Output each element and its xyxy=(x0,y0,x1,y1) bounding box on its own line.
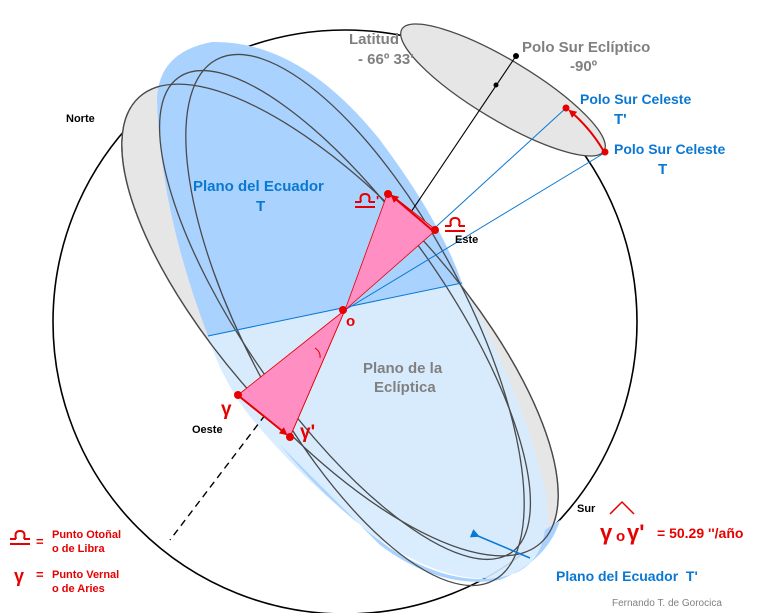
author-credit: Fernando T. de Gorocica xyxy=(612,598,722,609)
aries-point-t xyxy=(234,391,242,399)
legend-aries-line2: o de Aries xyxy=(52,583,105,595)
equatorial-diameter-line xyxy=(207,282,463,337)
plano-ecliptica-label-2: Eclíptica xyxy=(374,379,436,396)
libra-icon xyxy=(355,192,375,208)
precession-formula: γ o γ' = 50.29 ''/año xyxy=(600,500,743,545)
legend-aries-line1: Punto Vernal xyxy=(52,569,119,581)
equator-t-prime-pointer xyxy=(469,529,531,559)
ecliptic-pole-point xyxy=(513,53,519,59)
formula-o: o xyxy=(616,528,625,545)
plano-ecliptica-label-1: Plano de la xyxy=(363,360,443,377)
polo-sur-ecliptico-value: -90º xyxy=(570,58,598,75)
polo-sur-celeste-t-prime-label: Polo Sur Celeste xyxy=(580,91,691,107)
libra-icon-t xyxy=(445,216,465,232)
oeste-label: Oeste xyxy=(192,424,223,436)
center-point-o xyxy=(339,306,347,314)
ecliptic-axis-mid-point xyxy=(493,82,499,88)
legend-libra-eq: = xyxy=(36,534,44,549)
legend: = Punto Otoñal o de Libra γ = Punto Vern… xyxy=(10,529,121,595)
latitud-value: - 66º 33' xyxy=(358,51,414,68)
center-o-label: o xyxy=(346,313,355,330)
aries-precession-arrow xyxy=(239,396,288,436)
legend-libra-line1: Punto Otoñal xyxy=(52,529,121,541)
libra-precession-arrow xyxy=(390,194,433,231)
formula-gamma-prime: γ' xyxy=(627,520,644,545)
aries-gamma-label: γ xyxy=(221,399,232,420)
equator-t-prime-outline xyxy=(158,69,532,561)
legend-aries-eq: = xyxy=(36,567,44,582)
legend-aries-icon: γ xyxy=(14,566,24,586)
norte-label: Norte xyxy=(66,113,95,125)
aries-point-t-prime xyxy=(286,433,294,441)
plano-ecuador-t-label: Plano del Ecuador xyxy=(193,178,324,195)
libra-point-t-prime xyxy=(384,190,392,198)
formula-arc-mark xyxy=(609,500,635,515)
libra-prime-mark: ' xyxy=(376,193,379,208)
t-label-2: T xyxy=(256,198,265,215)
t-label-1: T xyxy=(658,161,667,178)
celestial-pole-axis-t xyxy=(344,151,607,311)
polo-sur-ecliptico-label: Polo Sur Eclíptico xyxy=(522,39,650,56)
latitud-label: Latitud xyxy=(349,31,399,48)
pole-precession-arrow xyxy=(568,109,604,151)
angle-mark xyxy=(314,347,321,359)
este-label: Este xyxy=(455,234,478,246)
libra-point-t xyxy=(431,226,439,234)
legend-libra-icon xyxy=(10,529,30,545)
celestial-pole-t-prime-point xyxy=(562,104,570,112)
libra-triangle xyxy=(344,191,437,311)
formula-gamma: γ xyxy=(600,520,613,545)
equator-t-outline xyxy=(185,53,525,587)
celestial-pole-t-point xyxy=(601,148,609,156)
plano-ecuador-t-prime-label: Plano del Ecuador T' xyxy=(556,568,698,584)
legend-libra-line2: o de Libra xyxy=(52,543,105,555)
polo-sur-celeste-t-label: Polo Sur Celeste xyxy=(614,141,725,157)
aries-inner-line xyxy=(289,309,346,438)
aries-gamma-prime-label: γ' xyxy=(300,422,315,443)
t-prime-label-1: T' xyxy=(614,111,627,128)
formula-value: = 50.29 ''/año xyxy=(657,525,743,541)
sur-label: Sur xyxy=(577,503,596,515)
